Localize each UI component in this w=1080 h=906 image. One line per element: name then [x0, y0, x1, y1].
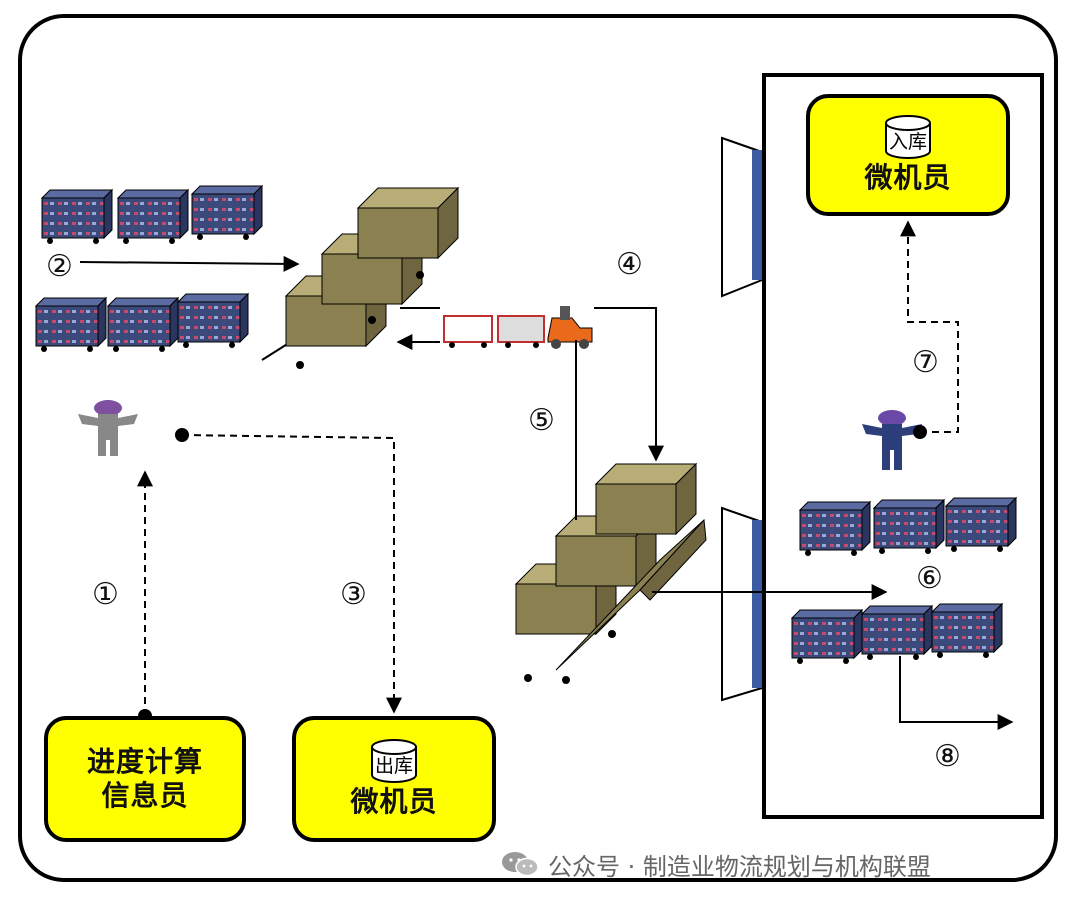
arrow-4	[594, 307, 664, 462]
outbound-pc-box: 出库 微机员	[292, 716, 496, 842]
tugger-train	[443, 306, 593, 349]
arrow-5	[396, 307, 577, 520]
arrow-2	[79, 255, 300, 272]
cart-group-warehouse-bottom	[791, 603, 1003, 665]
door-lower	[721, 506, 763, 702]
arrow-1	[137, 470, 153, 723]
outbound-pc-label: 微机员	[350, 785, 438, 818]
step-4-label: ④	[616, 247, 643, 282]
watermark: 公众号 · 制造业物流规划与机构联盟	[500, 846, 931, 882]
step-1-label: ①	[92, 577, 119, 612]
truck-unloading	[515, 463, 707, 684]
step-7-label: ⑦	[912, 345, 939, 380]
cart-group-left-bottom	[35, 293, 249, 353]
arrow-7	[900, 220, 959, 439]
schedule-clerk-line2: 信息员	[101, 779, 189, 812]
inbound-pc-label: 微机员	[864, 161, 952, 194]
inbound-pc-box: 入库 微机员	[806, 94, 1010, 216]
step-3-label: ③	[340, 577, 367, 612]
cart-group-warehouse-top	[799, 497, 1017, 557]
step-2-label: ②	[46, 249, 73, 284]
inbound-tag: 入库	[888, 131, 927, 153]
arrow-8	[899, 656, 1014, 730]
warehouse-area	[762, 73, 1044, 819]
schedule-clerk-line1: 进度计算	[86, 745, 203, 778]
wechat-icon	[502, 852, 539, 877]
truck-loading	[261, 187, 459, 369]
schedule-clerk-box: 进度计算 信息员	[44, 716, 246, 842]
cart-group-left-top	[41, 185, 263, 245]
database-icon: 出库	[370, 739, 418, 783]
door-upper	[721, 136, 763, 298]
watermark-text: 公众号 · 制造业物流规划与机构联盟	[548, 852, 931, 881]
worker-blue-icon	[862, 410, 922, 470]
step-5-label: ⑤	[528, 403, 555, 438]
step-8-label: ⑧	[934, 739, 961, 774]
outbound-tag: 出库	[374, 755, 413, 777]
worker-grey-icon	[78, 400, 138, 456]
arrow-3	[175, 428, 402, 714]
step-6-label: ⑥	[916, 561, 943, 596]
database-icon: 入库	[884, 115, 932, 159]
diagram-frame	[18, 14, 1058, 882]
